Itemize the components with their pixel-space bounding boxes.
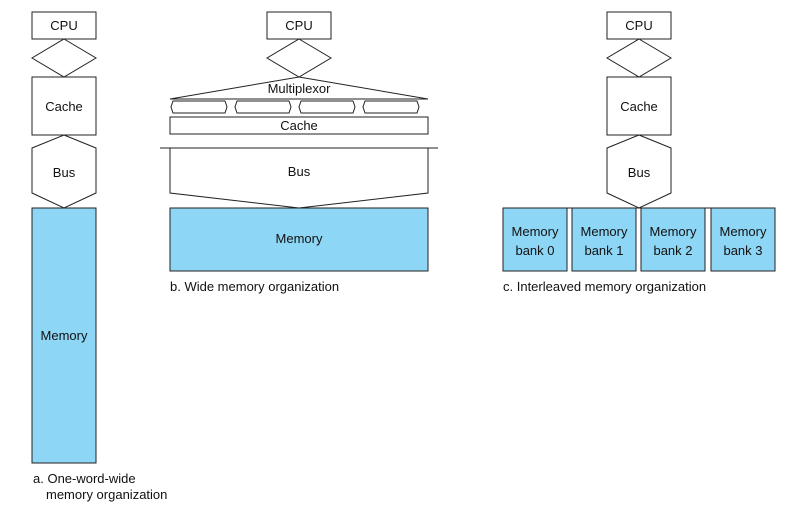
a-caption-line1: a. One-word-wide [33, 471, 136, 486]
c-bank-3-line2: bank 3 [723, 243, 762, 258]
b-bus [169, 147, 429, 209]
c-bank-2-line2: bank 2 [653, 243, 692, 258]
c-bus-label: Bus [628, 165, 651, 180]
a-cache-box [31, 76, 97, 136]
c-bank-2: Memory bank 2 [640, 207, 706, 272]
c-bank-3: Memory bank 3 [710, 207, 776, 272]
b-cpu-mux-connector [266, 38, 332, 78]
c-cache-label: Cache [620, 99, 658, 114]
a-cpu-box [31, 11, 97, 40]
diagram-a: CPU Cache Bus Memory [31, 11, 97, 464]
c-bank-1-line2: bank 1 [584, 243, 623, 258]
c-bank-0-line2: bank 0 [515, 243, 554, 258]
b-word-connector-3 [362, 100, 420, 114]
c-cpu-box [606, 11, 672, 40]
c-cache-box [606, 76, 672, 136]
b-memory [169, 207, 429, 272]
c-bank-2-box [640, 207, 706, 272]
diagram-b: CPU Multiplexor Cache Bus Memory [160, 11, 438, 272]
b-memory-label: Memory [276, 231, 323, 246]
c-bank-1-box [571, 207, 637, 272]
a-cpu-label: CPU [50, 18, 77, 33]
b-cpu-box [266, 11, 332, 40]
b-word-connectors [170, 100, 420, 114]
c-bank-0-line1: Memory [512, 224, 559, 239]
b-cache-label: Cache [280, 118, 318, 133]
c-cpu-cache-connector [606, 38, 672, 78]
a-cache-label: Cache [45, 99, 83, 114]
b-cache-box [169, 116, 429, 135]
a-bus-label: Bus [53, 165, 76, 180]
b-cpu-label: CPU [285, 18, 312, 33]
c-bank-3-box [710, 207, 776, 272]
a-cpu-cache-connector [31, 38, 97, 78]
b-word-connector-2 [298, 100, 356, 114]
b-multiplexor-label: Multiplexor [268, 81, 332, 96]
c-bank-2-line1: Memory [650, 224, 697, 239]
c-bank-0: Memory bank 0 [502, 207, 568, 272]
a-memory [31, 207, 97, 464]
b-bus-label: Bus [288, 164, 311, 179]
b-word-connector-1 [234, 100, 292, 114]
a-caption-line2: memory organization [46, 487, 168, 502]
c-bank-0-box [502, 207, 568, 272]
c-bank-1-line1: Memory [581, 224, 628, 239]
b-caption: b. Wide memory organization [170, 279, 340, 294]
b-multiplexor [169, 76, 429, 100]
a-memory-label: Memory [41, 328, 88, 343]
c-bank-1: Memory bank 1 [571, 207, 637, 272]
b-word-connector-0 [170, 100, 228, 114]
diagram-c: CPU Cache Bus Memory bank 0 Memory bank … [502, 11, 776, 272]
c-bank-3-line1: Memory [720, 224, 767, 239]
c-caption: c. Interleaved memory organization [503, 279, 707, 294]
c-cpu-label: CPU [625, 18, 652, 33]
